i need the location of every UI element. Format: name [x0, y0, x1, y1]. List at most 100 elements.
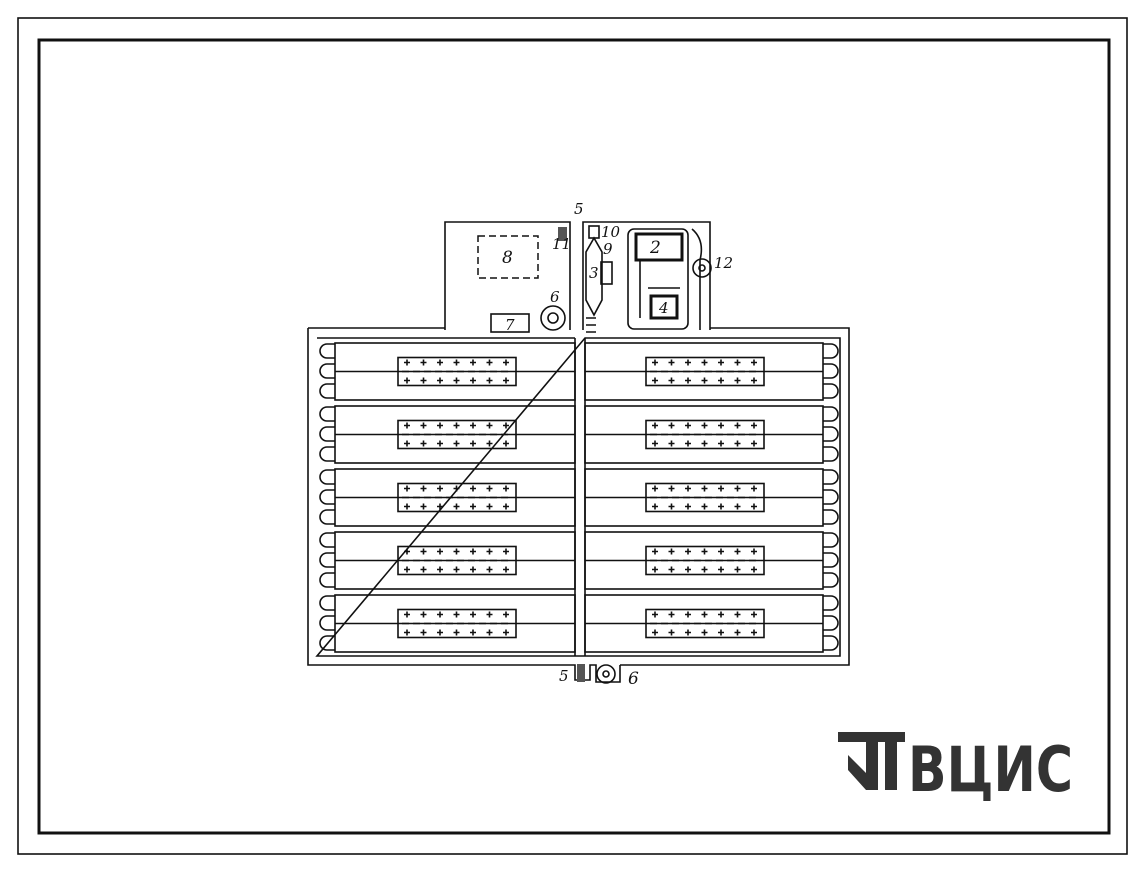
- pipe-loop: [319, 363, 335, 379]
- plant-mark: [437, 629, 443, 636]
- plant-mark: [503, 377, 509, 384]
- planting-strip: [645, 545, 765, 576]
- plant-mark: [652, 359, 658, 366]
- plant-mark: [652, 440, 658, 447]
- plant-mark: [751, 548, 757, 555]
- inner-frame: [37, 38, 1111, 835]
- plant-mark: [453, 422, 460, 429]
- planting-strip: [645, 608, 765, 639]
- plant-mark: [486, 629, 493, 636]
- plant-mark: [685, 566, 691, 573]
- plant-mark: [685, 629, 691, 636]
- plant-mark: [453, 377, 460, 384]
- plant-mark: [701, 377, 708, 384]
- label-10: 10: [601, 223, 621, 241]
- plant-mark: [486, 422, 493, 429]
- fan-icon-6: [540, 305, 566, 331]
- plant-mark: [503, 548, 509, 555]
- plant-mark: [734, 629, 741, 636]
- plant-mark: [470, 485, 476, 492]
- pipe-loop: [319, 532, 335, 548]
- label-8: 8: [502, 248, 513, 268]
- pipe-loop: [823, 426, 839, 442]
- label-11: 11: [552, 235, 571, 253]
- plant-mark: [751, 629, 757, 636]
- plant-mark: [668, 503, 675, 510]
- plant-mark: [437, 485, 443, 492]
- plant-mark: [453, 440, 460, 447]
- block-7: [490, 313, 530, 333]
- plant-mark: [470, 629, 476, 636]
- plant-mark: [437, 503, 443, 510]
- plant-mark: [404, 422, 410, 429]
- plant-mark: [734, 548, 741, 555]
- plant-mark: [404, 611, 410, 618]
- plant-mark: [734, 566, 741, 573]
- plant-mark: [668, 629, 675, 636]
- label-3: 3: [589, 264, 599, 282]
- plant-mark: [734, 422, 741, 429]
- plant-mark: [734, 503, 741, 510]
- plant-mark: [420, 503, 427, 510]
- plant-mark: [652, 377, 658, 384]
- pipe-loop: [319, 489, 335, 505]
- plant-mark: [503, 485, 509, 492]
- pipe-loop: [319, 552, 335, 568]
- plant-mark: [734, 440, 741, 447]
- plant-mark: [652, 548, 658, 555]
- pipe-loop: [319, 572, 335, 588]
- plant-mark: [751, 377, 757, 384]
- plant-mark: [652, 485, 658, 492]
- plant-mark: [453, 485, 460, 492]
- plant-mark: [751, 440, 757, 447]
- pipe-loop: [319, 343, 335, 359]
- plant-mark: [437, 566, 443, 573]
- plant-mark: [503, 440, 509, 447]
- plant-mark: [420, 440, 427, 447]
- plant-mark: [453, 548, 460, 555]
- planting-strip: [645, 419, 765, 450]
- pipe-loop: [823, 383, 839, 399]
- plant-mark: [503, 422, 509, 429]
- plant-mark: [486, 485, 493, 492]
- plant-mark: [685, 359, 691, 366]
- planting-strip: [397, 356, 517, 387]
- plant-mark: [420, 485, 427, 492]
- plant-mark: [668, 440, 675, 447]
- plant-mark: [652, 566, 658, 573]
- pipe-loop: [823, 552, 839, 568]
- zone-8: [477, 235, 539, 279]
- label-6: 6: [550, 288, 560, 306]
- pipe-loop: [319, 615, 335, 631]
- plant-mark: [718, 629, 724, 636]
- plant-mark: [685, 377, 691, 384]
- plant-mark: [420, 629, 427, 636]
- pipe-loop: [319, 635, 335, 651]
- plant-mark: [503, 359, 509, 366]
- plant-mark: [718, 377, 724, 384]
- label-5-top: 5: [574, 200, 584, 218]
- pipe-loop: [823, 595, 839, 611]
- plant-mark: [453, 629, 460, 636]
- plant-mark: [470, 548, 476, 555]
- plant-mark: [734, 611, 741, 618]
- unit-2: [634, 232, 684, 262]
- plant-mark: [701, 548, 708, 555]
- plant-mark: [437, 440, 443, 447]
- plant-mark: [453, 503, 460, 510]
- plant-mark: [503, 611, 509, 618]
- plant-mark: [404, 503, 410, 510]
- label-6-bottom: 6: [628, 669, 639, 689]
- planting-strip: [397, 419, 517, 450]
- plant-mark: [701, 611, 708, 618]
- plant-mark: [437, 548, 443, 555]
- plant-mark: [486, 566, 493, 573]
- plant-mark: [503, 503, 509, 510]
- plant-mark: [453, 566, 460, 573]
- plant-mark: [718, 359, 724, 366]
- plant-mark: [685, 422, 691, 429]
- label-9: 9: [603, 240, 613, 258]
- label-7: 7: [505, 316, 515, 334]
- planting-strip: [397, 608, 517, 639]
- plant-mark: [486, 440, 493, 447]
